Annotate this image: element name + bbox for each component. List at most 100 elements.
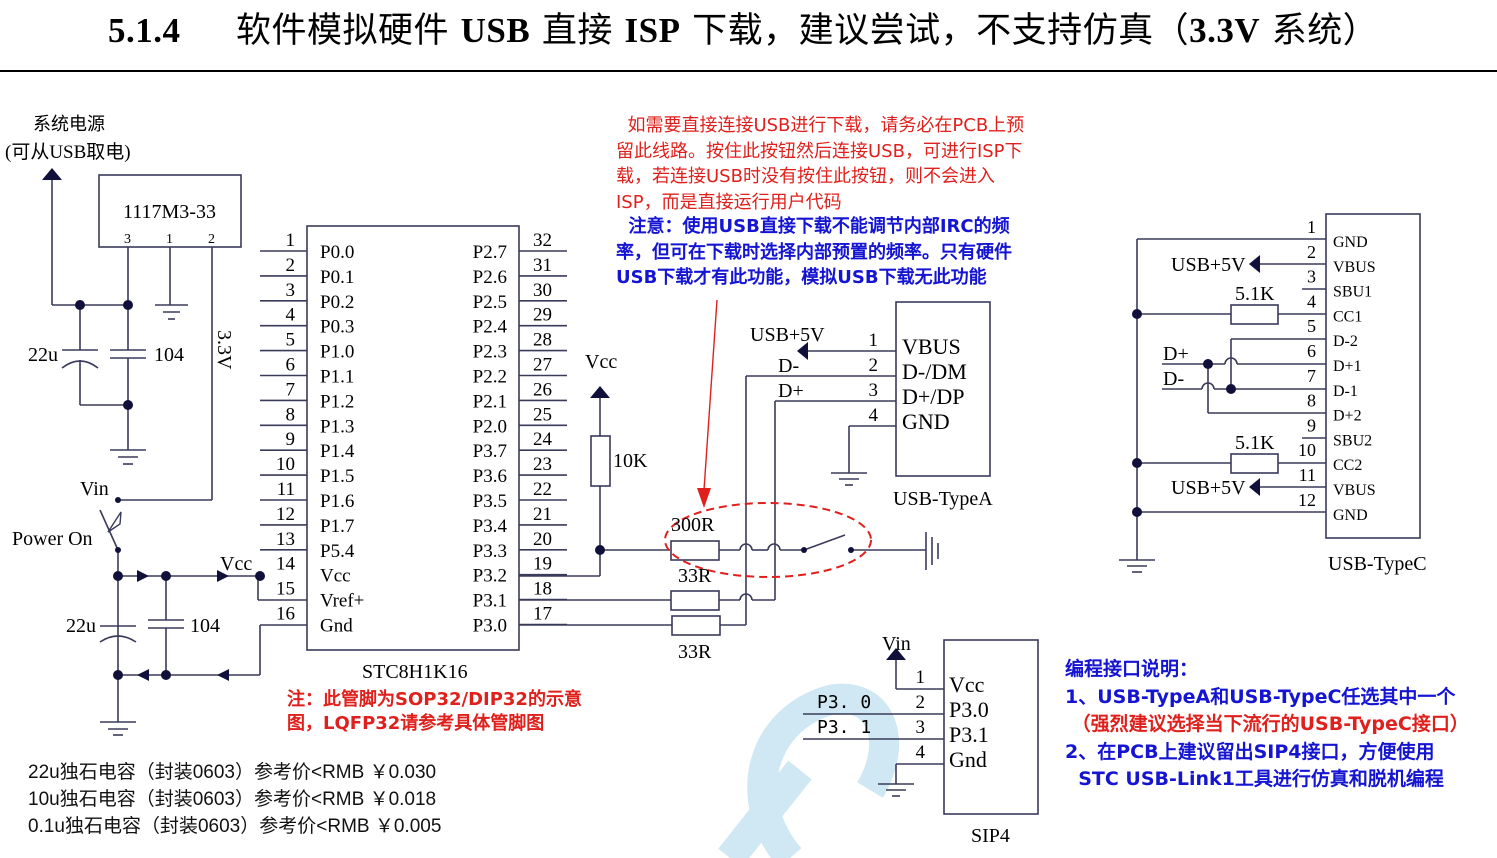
pin-name: P3.3 <box>473 541 507 562</box>
pin-number: 9 <box>286 429 296 450</box>
pin-name: P5.4 <box>320 541 355 562</box>
pin-name: Vcc <box>949 672 985 697</box>
pin-number: 11 <box>277 479 295 500</box>
pin-name: P2.7 <box>473 242 507 263</box>
pin-name: Vcc <box>320 566 351 587</box>
pin-name: P3.0 <box>949 697 989 722</box>
pin-number: 23 <box>533 454 552 475</box>
price-line: 10u独石电容（封装0603）参考价<RMB ￥0.018 <box>28 789 437 810</box>
key-contact <box>801 547 807 553</box>
cap-label: 22u <box>66 615 96 637</box>
pin-name: P1.4 <box>320 441 355 462</box>
pin-number: 12 <box>1298 490 1316 510</box>
key-contact <box>848 547 854 553</box>
cc1-resistor <box>1230 304 1279 325</box>
junction <box>161 571 171 581</box>
title-part: 下载，建议尝试，不支持仿真（ <box>680 11 1190 51</box>
pin-number: 25 <box>533 404 552 425</box>
note-line: 图，LQFP32请参考具体管脚图 <box>287 713 545 734</box>
annotation-arrow-icon <box>697 488 711 508</box>
usb5v-arrow-icon <box>1249 478 1260 496</box>
junction <box>123 300 133 310</box>
cap-label: 104 <box>154 344 184 366</box>
pin-number: 14 <box>276 554 296 575</box>
pin-number: 7 <box>286 379 296 400</box>
pin-name: D-1 <box>1333 383 1358 400</box>
pin-name: P1.5 <box>320 466 354 487</box>
pin-number: 19 <box>533 554 552 575</box>
pin-number: 18 <box>533 579 552 600</box>
programming-note-item: 2、在PCB上建议留出SIP4接口，方便使用 <box>1065 740 1435 763</box>
dm-resistor-value: 33R <box>678 641 712 663</box>
isp-key-highlight <box>664 502 872 578</box>
junction <box>1132 458 1142 468</box>
note-line: ISP，而是直接运行用户代码 <box>616 191 842 213</box>
watermark <box>718 683 900 858</box>
pin-number: 2 <box>286 255 296 276</box>
pin-name: P0.3 <box>320 317 354 338</box>
note-line: 载，若连接USB时没有按住此按钮，则不会进入 <box>616 166 995 187</box>
pin-number: 31 <box>533 255 552 276</box>
cc2-resistor-value: 5.1K <box>1235 432 1275 454</box>
pin-name: SBU2 <box>1333 432 1372 449</box>
title-part: ISP <box>624 11 681 50</box>
pin-number: 12 <box>276 504 295 525</box>
pin-name: P1.6 <box>320 491 354 512</box>
pin-number: 1 <box>869 330 879 351</box>
pin-name: GND <box>1333 507 1368 524</box>
pullup-resistor <box>590 435 611 487</box>
programming-note-sub: （强烈建议选择当下流行的USB-TypeC接口） <box>1065 713 1469 735</box>
pin-name: P2.5 <box>473 292 507 313</box>
pin-name: P2.3 <box>473 342 507 363</box>
pin-note: 注：此管脚为SOP32/DIP32的示意 图，LQFP32请参考具体管脚图 <box>287 688 582 736</box>
power-arrow-icon <box>42 168 62 180</box>
pin-name: CC2 <box>1333 457 1362 474</box>
pin-name: D+/DP <box>902 384 965 409</box>
usb5v-arrow-icon <box>1249 255 1260 273</box>
vin-label: Vin <box>80 478 109 500</box>
pin-number: 1 <box>1307 217 1316 237</box>
junction <box>75 300 85 310</box>
note-line: 留此线路。按住此按钮然后连接USB，可进行ISP下 <box>616 140 1023 162</box>
pin-number: 20 <box>533 529 552 550</box>
pin-number: 5 <box>1307 316 1316 336</box>
key-resistor-value: 300R <box>671 514 715 536</box>
pin-number: 28 <box>533 330 552 351</box>
annotation-arrow <box>703 299 718 491</box>
junction <box>1203 359 1213 369</box>
usb5v-label: USB+5V <box>1171 254 1246 276</box>
regulator-name: 1117M3-33 <box>123 201 216 223</box>
system-power-sub: (可从USB取电) <box>5 141 131 163</box>
note-line: 如需要直接连接USB进行下载，请务必在PCB上预 <box>616 115 1025 136</box>
flow-arrow-icon <box>217 669 229 681</box>
regulator-pin: 3 <box>124 232 131 247</box>
junction <box>113 571 123 581</box>
pin-number: 1 <box>286 230 296 251</box>
vin-arrow-icon <box>886 648 906 660</box>
pin-number: 29 <box>533 305 552 326</box>
pin-name: P1.7 <box>320 516 354 537</box>
wires <box>51 174 1421 815</box>
usb-typec-name: USB-TypeC <box>1328 553 1427 575</box>
pin-number: 11 <box>1299 465 1316 485</box>
power-on-label: Power On <box>12 528 93 550</box>
pin-name: P2.4 <box>473 317 508 338</box>
junction <box>1226 384 1236 394</box>
pin-number: 15 <box>276 579 295 600</box>
pin-name: P3.5 <box>473 491 507 512</box>
pin-number: 5 <box>286 330 296 351</box>
vcc-label: Vcc <box>585 351 617 373</box>
programming-notes-title: 编程接口说明： <box>1065 658 1199 680</box>
pin-name: P1.0 <box>320 342 354 363</box>
pin-name: P2.2 <box>473 367 507 388</box>
mcu-pins: 1P0.02P0.13P0.24P0.35P1.06P1.17P1.28P1.3… <box>260 230 567 637</box>
pin-number: 8 <box>1307 391 1316 411</box>
pin-name: P1.3 <box>320 416 354 437</box>
mcu-name: STC8H1K16 <box>362 661 468 683</box>
junction <box>1132 309 1142 319</box>
cc1-resistor-value: 5.1K <box>1235 283 1275 305</box>
pin-number: 2 <box>1307 242 1316 262</box>
pin-number: 26 <box>533 379 552 400</box>
pin-number: 30 <box>533 280 552 301</box>
